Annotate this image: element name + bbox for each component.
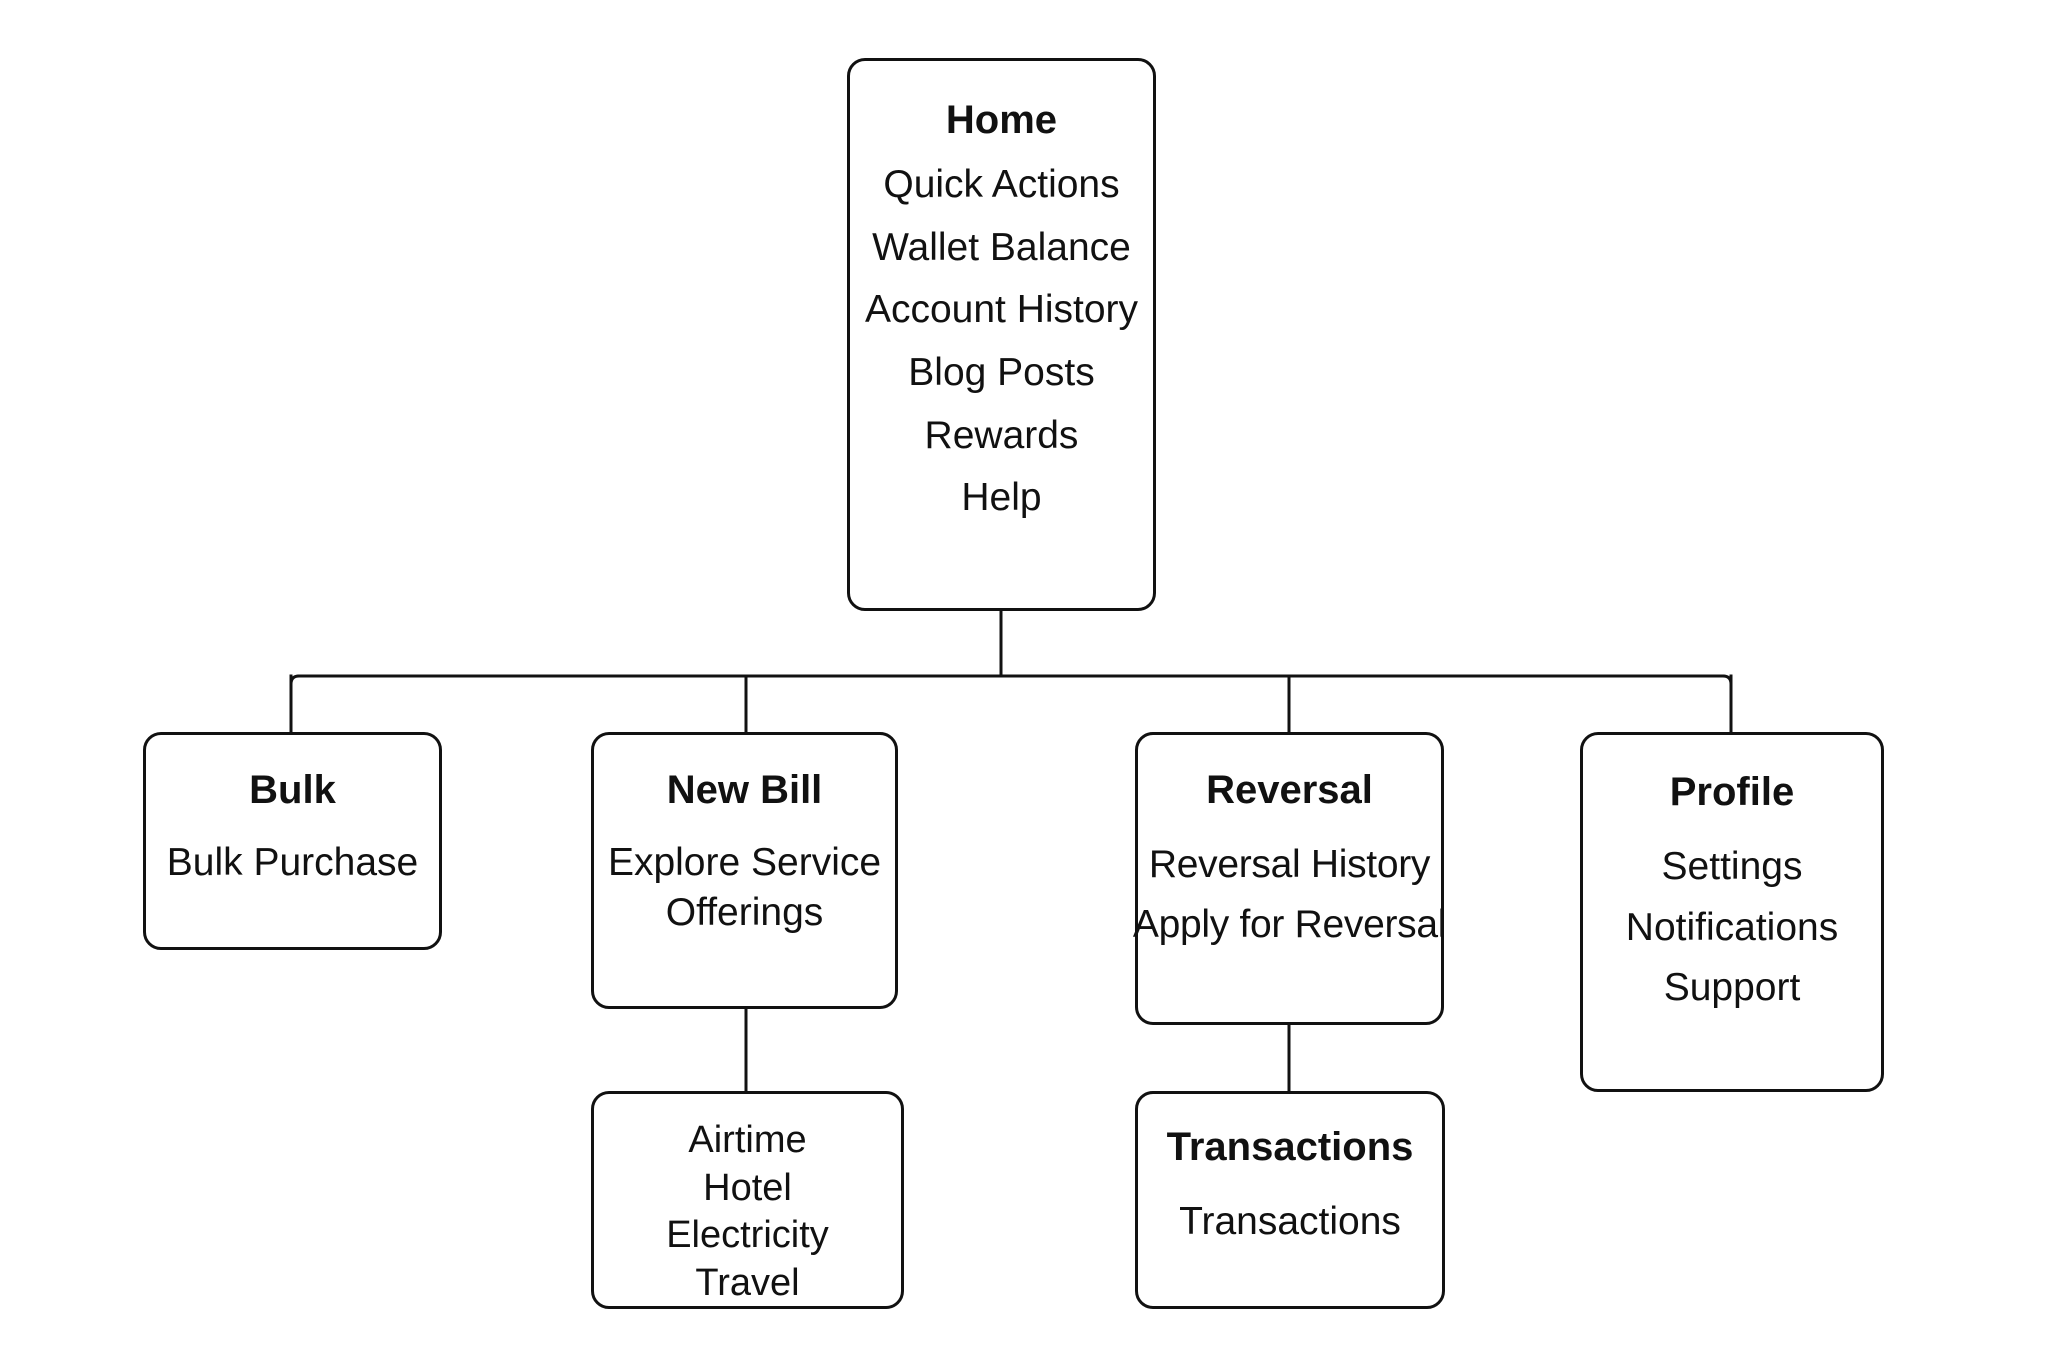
node-reversal-item-apply-for-reversal[interactable]: Apply for Reversal xyxy=(1132,902,1447,946)
node-reversal-item-reversal-history[interactable]: Reversal History xyxy=(1148,843,1431,886)
node-profile[interactable]: Profile Settings Notifications Support xyxy=(1580,732,1884,1092)
node-new-bill-item-explore-service[interactable]: Explore Service xyxy=(607,841,882,884)
node-transactions[interactable]: Transactions Transactions xyxy=(1135,1091,1445,1309)
connector-bus xyxy=(289,674,1733,692)
node-profile-title: Profile xyxy=(1669,770,1795,814)
node-profile-item-support[interactable]: Support xyxy=(1663,966,1801,1010)
node-new-bill-title: New Bill xyxy=(666,768,823,812)
node-home-item-rewards[interactable]: Rewards xyxy=(924,413,1079,457)
node-reversal-title: Reversal xyxy=(1206,768,1373,812)
node-new-bill-items: Explore Service Offerings xyxy=(594,841,895,934)
node-services-item-airtime[interactable]: Airtime xyxy=(688,1119,807,1161)
node-home-title: Home xyxy=(945,98,1058,142)
node-bulk-items: Bulk Purchase xyxy=(146,841,439,885)
node-bulk[interactable]: Bulk Bulk Purchase xyxy=(143,732,442,950)
node-bulk-item-bulk-purchase[interactable]: Bulk Purchase xyxy=(166,841,419,884)
node-profile-item-notifications[interactable]: Notifications xyxy=(1625,905,1839,949)
node-reversal-items: Reversal History Apply for Reversal xyxy=(1133,843,1447,946)
node-home-item-wallet-balance[interactable]: Wallet Balance xyxy=(872,225,1131,269)
node-home-item-help[interactable]: Help xyxy=(961,476,1042,520)
node-profile-items: Settings Notifications Support xyxy=(1583,845,1881,1010)
node-services-items: Airtime Hotel Electricity Travel xyxy=(594,1117,901,1307)
node-home-item-account-history[interactable]: Account History xyxy=(864,288,1139,332)
node-reversal[interactable]: Reversal Reversal History Apply for Reve… xyxy=(1133,732,1447,1025)
node-transactions-item-transactions[interactable]: Transactions xyxy=(1179,1200,1401,1243)
node-services-item-electricity[interactable]: Electricity xyxy=(666,1214,829,1256)
node-home-item-blog-posts[interactable]: Blog Posts xyxy=(908,351,1095,395)
node-home[interactable]: Home Quick Actions Wallet Balance Accoun… xyxy=(847,58,1156,611)
node-new-bill[interactable]: New Bill Explore Service Offerings xyxy=(591,732,898,1009)
node-profile-item-settings[interactable]: Settings xyxy=(1661,845,1803,888)
node-services[interactable]: Airtime Hotel Electricity Travel xyxy=(591,1091,904,1309)
node-transactions-title: Transactions xyxy=(1166,1125,1414,1169)
node-transactions-items: Transactions xyxy=(1138,1200,1442,1244)
node-services-item-travel[interactable]: Travel xyxy=(695,1261,800,1304)
node-home-item-quick-actions[interactable]: Quick Actions xyxy=(883,163,1120,206)
node-bulk-title: Bulk xyxy=(249,768,336,812)
node-new-bill-item-offerings[interactable]: Offerings xyxy=(665,890,824,934)
node-home-items: Quick Actions Wallet Balance Account His… xyxy=(850,163,1153,520)
node-services-item-hotel[interactable]: Hotel xyxy=(703,1166,792,1209)
